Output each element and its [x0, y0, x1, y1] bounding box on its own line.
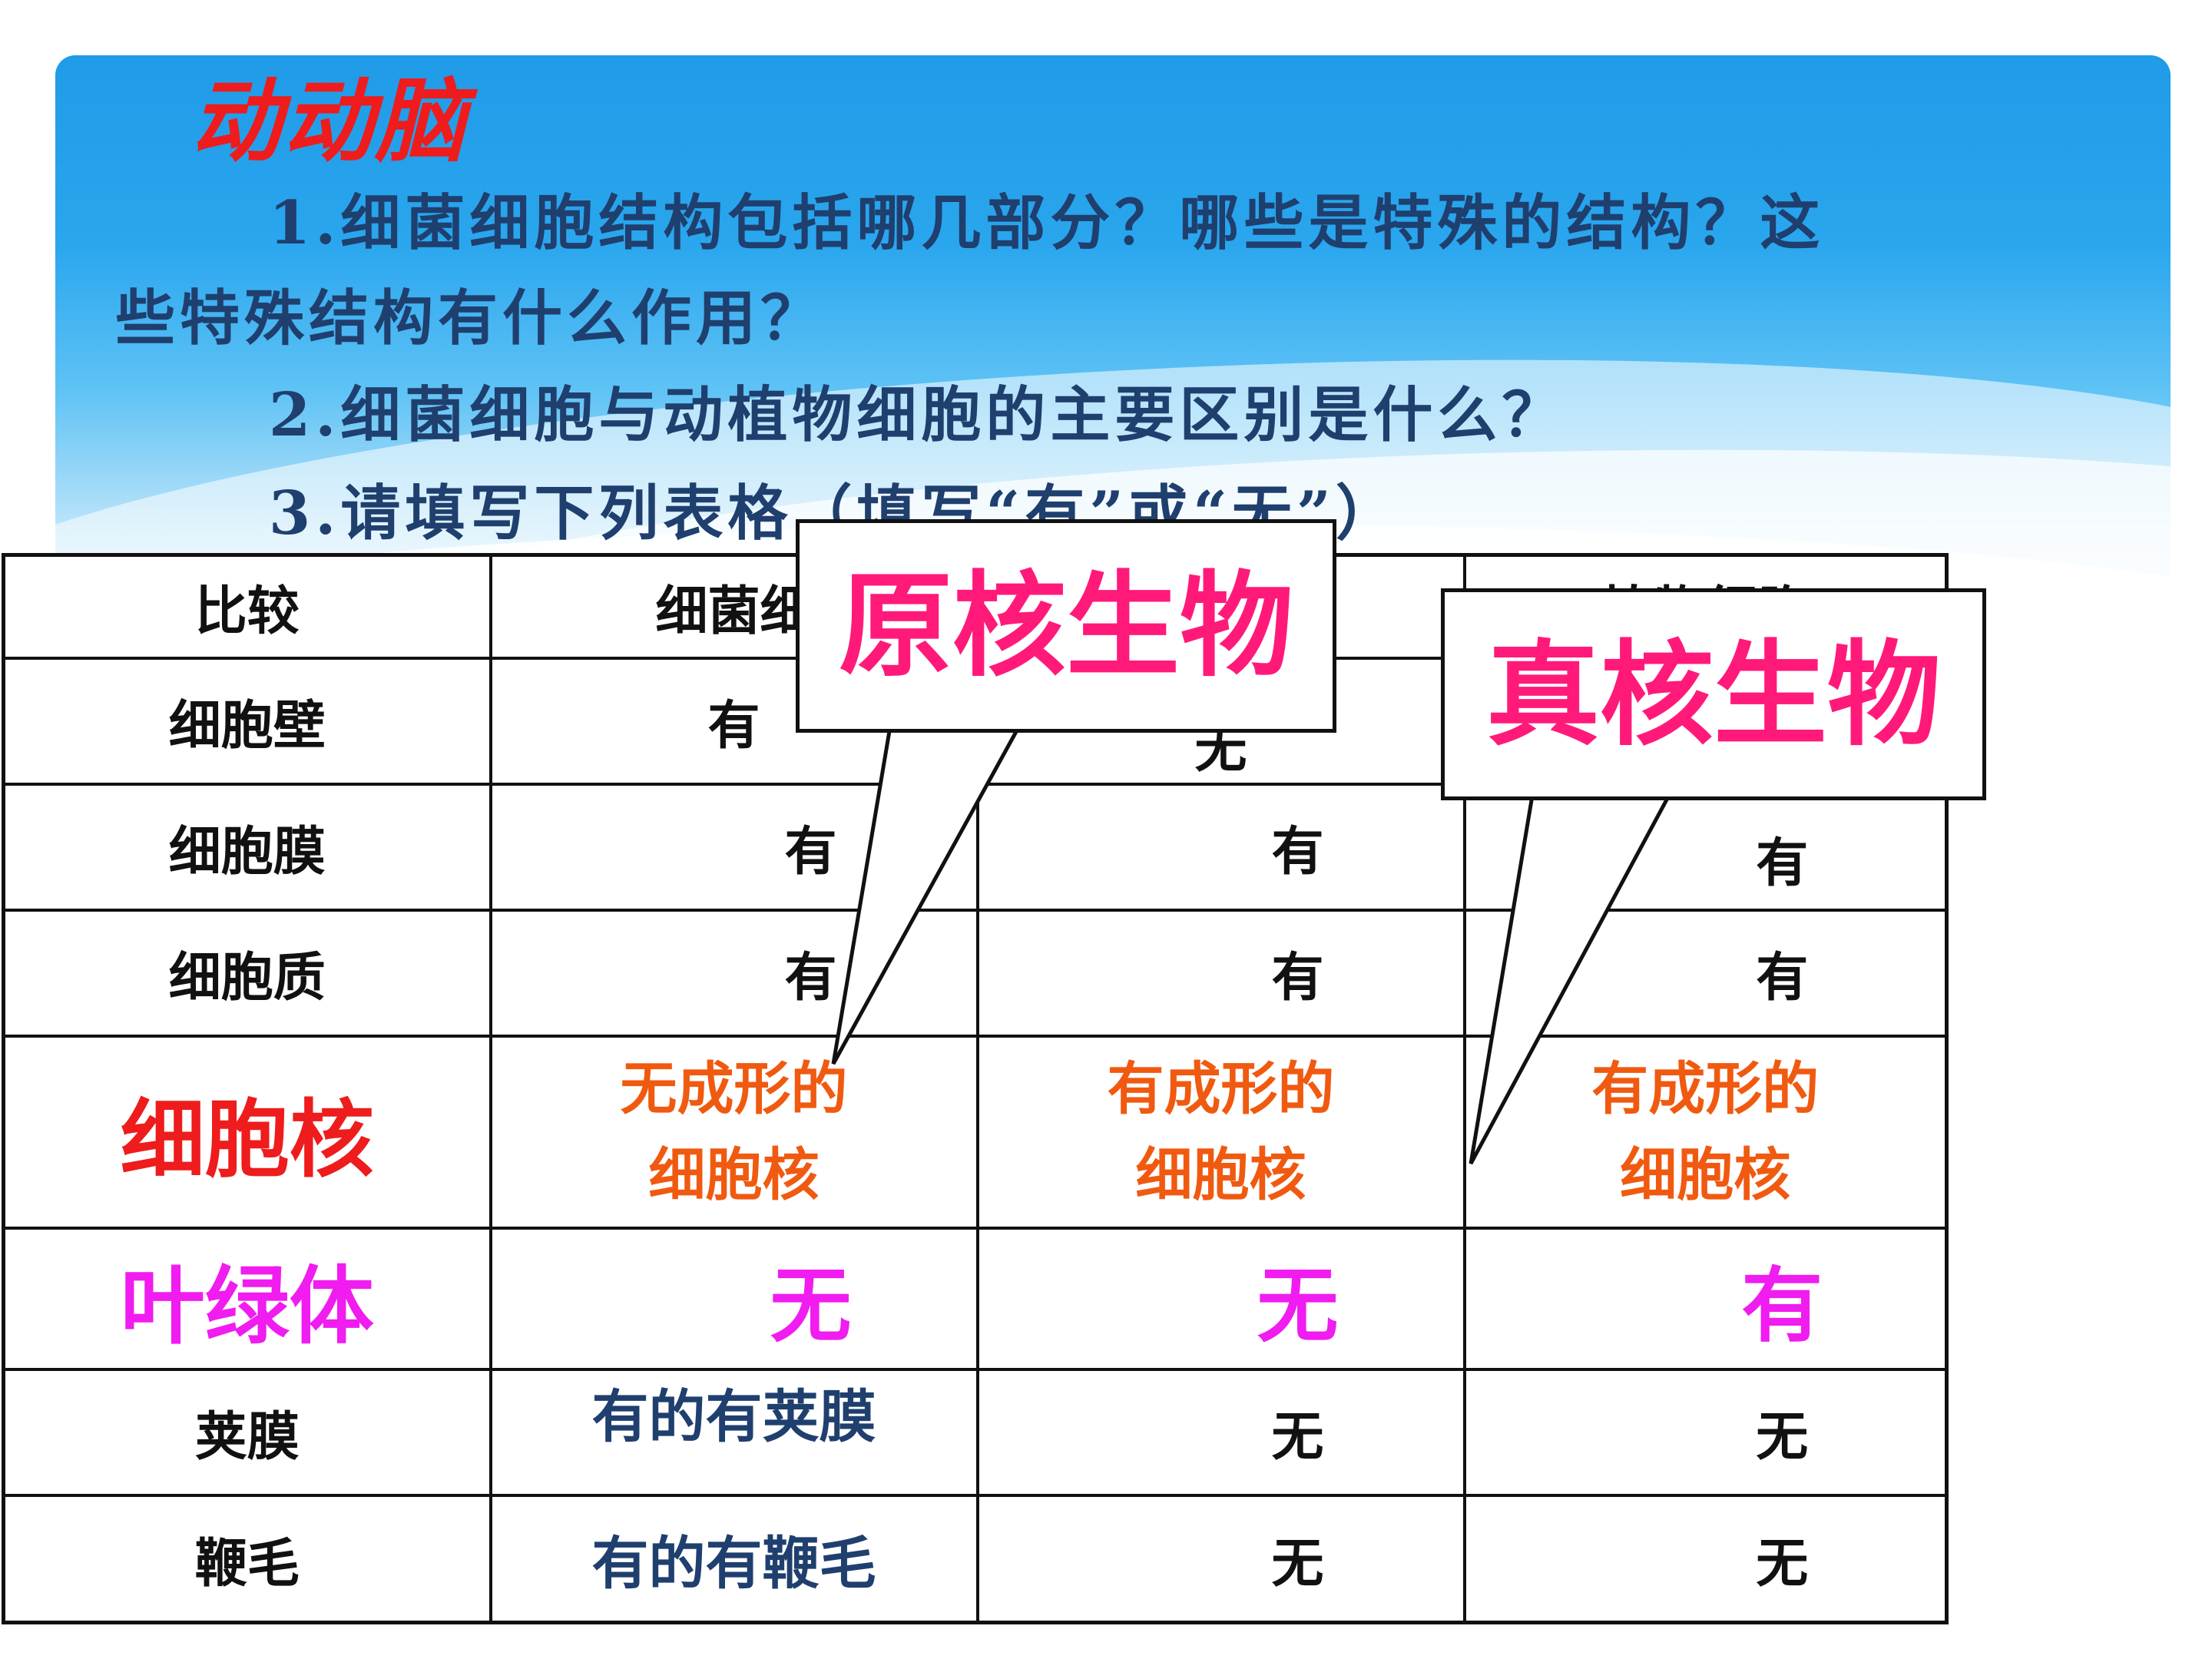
table-cell: 无 — [975, 1367, 1466, 1497]
row-label: 鞭毛 — [2, 1493, 492, 1624]
table-cell: 无成形的细胞核 — [488, 1034, 979, 1230]
row-label: 细胞壁 — [2, 656, 492, 786]
question-2: 2.细菌细胞与动植物细胞的主要区别是什么？ — [269, 380, 1567, 450]
table-cell: 有 — [1462, 1226, 1949, 1371]
row-label: 叶绿体 — [2, 1226, 492, 1371]
cell-line: 细胞核 — [1135, 1141, 1306, 1208]
table-row: 荚膜 有的有荚膜 无 无 — [2, 1367, 1949, 1497]
table-cell: 有成形的细胞核 — [1462, 1034, 1949, 1230]
row-label: 细胞质 — [2, 908, 492, 1038]
table-cell: 有 — [488, 908, 979, 1038]
cell-line: 有成形的 — [1591, 1055, 1820, 1122]
row-label: 细胞核 — [2, 1034, 492, 1230]
table-cell: 有的有鞭毛 — [488, 1493, 979, 1624]
table-cell: 有 — [975, 908, 1466, 1038]
table-cell: 无 — [975, 1493, 1466, 1624]
table-cell: 有成形的细胞核 — [975, 1034, 1466, 1230]
cell-line: 有成形的 — [1107, 1055, 1335, 1122]
table-cell: 有的有荚膜 — [488, 1367, 979, 1497]
table-cell: 有 — [1462, 782, 1949, 912]
table-row: 细胞核 无成形的细胞核 有成形的细胞核 有成形的细胞核 — [2, 1034, 1949, 1230]
table-cell: 无 — [1462, 1367, 1949, 1497]
prokaryote-callout: 原核生物 — [796, 519, 1336, 733]
table-cell: 有 — [1462, 908, 1949, 1038]
table-cell: 无 — [488, 1226, 979, 1371]
cell-line: 细胞核 — [648, 1141, 820, 1208]
callout-label: 原核生物 — [839, 560, 1293, 692]
table-row: 叶绿体 无 无 有 — [2, 1226, 1949, 1371]
row-label: 荚膜 — [2, 1367, 492, 1497]
cell-line: 无成形的 — [620, 1055, 848, 1122]
eukaryote-callout: 真核生物 — [1441, 588, 1986, 800]
table-cell: 无 — [1462, 1493, 1949, 1624]
question-1-line-2: 些特殊结构有什么作用？ — [115, 283, 826, 353]
table-row: 细胞膜 有 有 有 — [2, 782, 1949, 912]
table-cell: 无 — [975, 1226, 1466, 1371]
table-cell: 有 — [488, 782, 979, 912]
table-row: 细胞质 有 有 有 — [2, 908, 1949, 1038]
row-label: 细胞膜 — [2, 782, 492, 912]
cell-line: 细胞核 — [1620, 1141, 1791, 1208]
callout-label: 真核生物 — [1486, 629, 1941, 761]
question-1-line-1: 1.细菌细胞结构包括哪几部分？哪些是特殊的结构？这 — [269, 188, 1825, 258]
slide-title: 动动脑 — [190, 68, 468, 174]
table-cell: 有 — [975, 782, 1466, 912]
table-row: 鞭毛 有的有鞭毛 无 无 — [2, 1493, 1949, 1624]
header-cell: 比较 — [2, 553, 492, 660]
